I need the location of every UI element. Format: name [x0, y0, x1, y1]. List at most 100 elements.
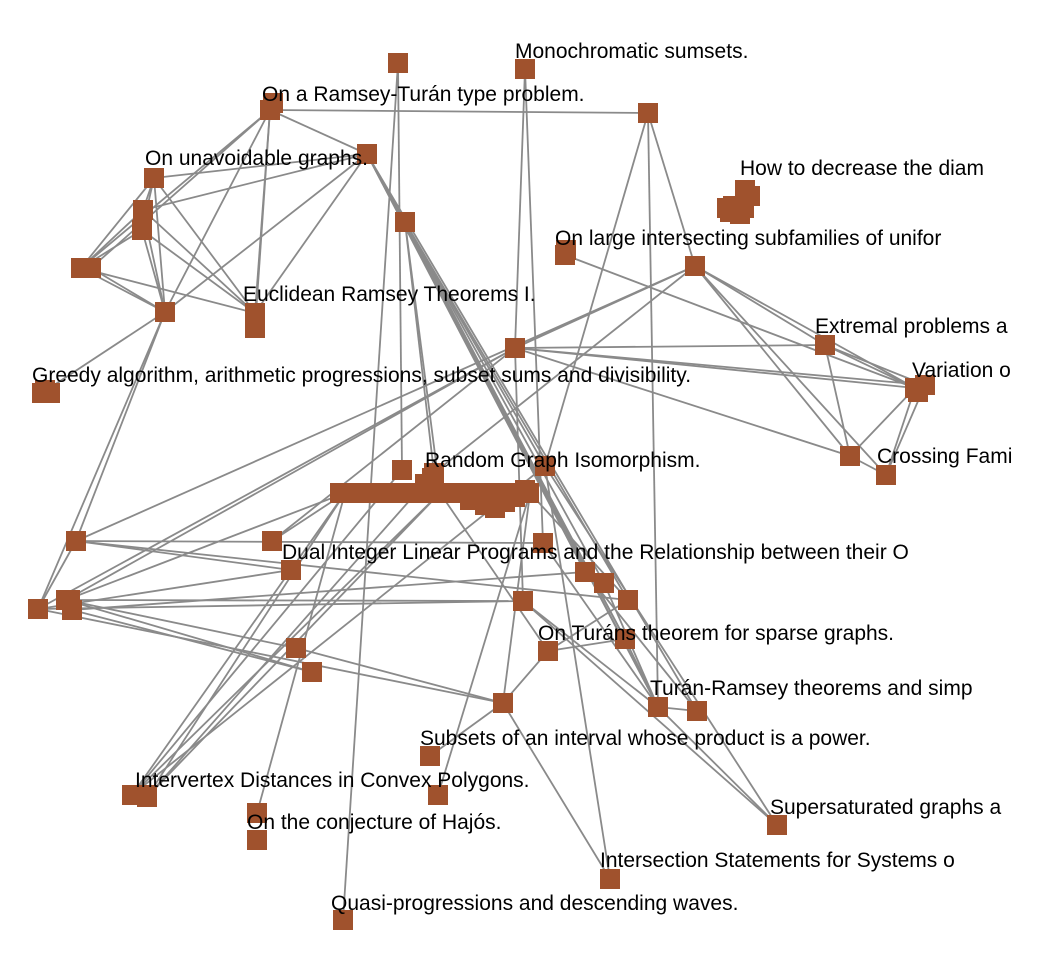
node-az[interactable] [767, 815, 787, 835]
edge-au-z [131, 465, 546, 796]
node-y[interactable] [392, 460, 412, 480]
node-ao[interactable] [286, 638, 306, 658]
edge-a-y [397, 62, 403, 471]
overlap-node[interactable] [908, 382, 928, 402]
label-quasi[interactable]: Quasi-progressions and descending waves. [331, 892, 738, 915]
node-aw[interactable] [428, 785, 448, 805]
node-at[interactable] [420, 746, 440, 766]
edge-i-z [404, 221, 546, 467]
node-ai[interactable] [513, 591, 533, 611]
label-crossing[interactable]: Crossing Fami [877, 445, 1012, 468]
edge-s-l [564, 254, 916, 389]
overlap-node[interactable] [556, 240, 576, 260]
edge-j-o [80, 267, 256, 314]
edge-layer [37, 62, 926, 921]
edge-m-w [694, 265, 851, 457]
label-hajos[interactable]: On the conjecture of Hajós. [247, 811, 501, 834]
edge-z-ba [544, 465, 611, 880]
node-ax[interactable] [247, 803, 267, 823]
edge-n-u [41, 311, 166, 394]
edge-ak-ap [65, 599, 313, 673]
label-monochromatic[interactable]: Monochromatic sumsets. [515, 40, 748, 63]
edge-n-aj [37, 311, 166, 610]
overlap-node[interactable] [137, 785, 157, 805]
label-intersection-statements[interactable]: Intersection Statements for Systems o [600, 849, 955, 872]
node-ar[interactable] [648, 697, 668, 717]
edge-q-w [514, 347, 851, 457]
label-turan-ramsey[interactable]: Turán-Ramsey theorems and simp [650, 677, 973, 700]
node-aj[interactable] [28, 599, 48, 619]
node-h[interactable] [132, 220, 152, 240]
node-d[interactable] [638, 103, 658, 123]
node-g[interactable] [133, 200, 153, 220]
node-e[interactable] [357, 144, 377, 164]
label-random-iso[interactable]: Random Graph Isomorphism. [425, 449, 700, 472]
label-diameter[interactable]: How to decrease the diam [740, 157, 984, 180]
node-r[interactable] [815, 335, 835, 355]
node-ag[interactable] [594, 573, 614, 593]
edge-C2-an [439, 492, 549, 652]
node-af[interactable] [575, 562, 595, 582]
node-ap[interactable] [302, 662, 322, 682]
edge-f-e [153, 153, 368, 179]
label-subsets-interval[interactable]: Subsets of an interval whose product is … [420, 727, 871, 750]
label-intervertex[interactable]: Intervertex Distances in Convex Polygons… [135, 769, 530, 792]
stack-node[interactable] [730, 204, 750, 224]
node-ac[interactable] [262, 531, 282, 551]
label-turans-sparse[interactable]: On Turáns theorem for sparse graphs. [538, 622, 894, 645]
edge-k-n [90, 267, 166, 313]
label-supersaturated[interactable]: Supersaturated graphs a [770, 796, 1001, 819]
node-z[interactable] [535, 456, 555, 476]
label-dual-ilp[interactable]: Dual Integer Linear Programs and the Rel… [282, 541, 909, 564]
stack-node[interactable] [735, 180, 755, 200]
node-aq[interactable] [493, 693, 513, 713]
node-ad[interactable] [533, 533, 553, 553]
edge-aj-aq [37, 608, 504, 704]
edge-d-m [647, 112, 696, 267]
node-ah[interactable] [618, 590, 638, 610]
overlap-node[interactable] [245, 310, 265, 330]
overlap-node[interactable] [263, 93, 283, 113]
edge-ai-ar [522, 600, 659, 708]
edge-d-ar [647, 112, 659, 708]
node-k[interactable] [81, 258, 101, 278]
node-b[interactable] [515, 59, 535, 79]
label-variation[interactable]: Variation o [912, 359, 1011, 382]
edge-f-o [153, 177, 256, 314]
edge-o-e [254, 153, 368, 314]
edge-z-az [544, 465, 778, 826]
node-ay[interactable] [247, 830, 267, 850]
label-layer: Monochromatic sumsets. On a Ramsey-Turán… [32, 40, 1012, 915]
node-f[interactable] [144, 168, 164, 188]
node-n[interactable] [155, 302, 175, 322]
node-q[interactable] [505, 338, 525, 358]
node-bb[interactable] [333, 910, 353, 930]
node-am[interactable] [615, 629, 635, 649]
node-i[interactable] [395, 212, 415, 232]
node-an[interactable] [538, 641, 558, 661]
edge-aq-ba [502, 702, 611, 880]
edge-av-C1 [146, 492, 346, 798]
edge-j-c [80, 109, 271, 269]
overlap-node[interactable] [35, 380, 55, 400]
label-euclidean[interactable]: Euclidean Ramsey Theorems I. [243, 283, 536, 306]
label-unavoidable[interactable]: On unavoidable graphs. [145, 147, 368, 170]
node-ae[interactable] [281, 560, 301, 580]
node-as[interactable] [687, 701, 707, 721]
edge-f-j [80, 177, 155, 269]
node-x[interactable] [876, 465, 896, 485]
node-ba[interactable] [600, 869, 620, 889]
node-w[interactable] [840, 446, 860, 466]
label-greedy[interactable]: Greedy algorithm, arithmetic progression… [32, 364, 691, 387]
overlap-node[interactable] [60, 590, 80, 610]
label-intersecting[interactable]: On large intersecting subfamilies of uni… [555, 227, 941, 250]
node-m[interactable] [685, 256, 705, 276]
label-ramsey-turan[interactable]: On a Ramsey-Turán type problem. [262, 83, 585, 106]
node-ab[interactable] [66, 531, 86, 551]
label-extremal[interactable]: Extremal problems a [815, 315, 1008, 338]
cluster-node[interactable] [415, 474, 435, 494]
cluster-node[interactable] [515, 480, 535, 500]
edge-al-ap [71, 609, 313, 673]
node-a[interactable] [388, 53, 408, 73]
